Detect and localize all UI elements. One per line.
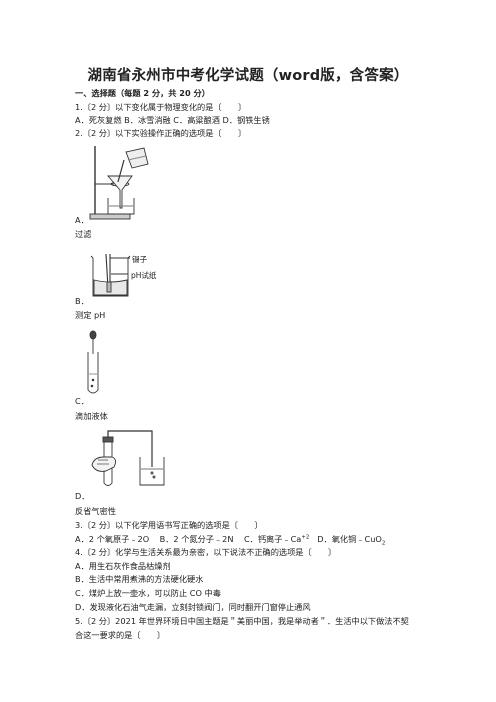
q3-option-c-charge: +2 xyxy=(301,534,310,541)
q2-b-letter: B． xyxy=(75,296,89,306)
filtration-figure xyxy=(89,146,149,220)
q3-option-a: A．2 个氧原子﹣2O xyxy=(75,534,150,544)
q1-stem: 1.〔2 分〕以下变化属于物理变化的是〔 〕 xyxy=(75,102,247,112)
q4-option-c: C．煤炉上放一壶水，可以防止 CO 中毒 xyxy=(75,588,221,598)
q2-d-caption: 反省气密性 xyxy=(75,506,116,516)
tweezers-label: 镊子 xyxy=(132,255,147,264)
q2-d-letter: D． xyxy=(75,491,90,501)
q2-c-caption: 滴加液体 xyxy=(75,411,108,421)
q2-a-caption: 过滤 xyxy=(75,229,92,239)
q3-option-d-subscript: 2 xyxy=(381,540,386,547)
page-title: 湖南省永州市中考化学试题（word版，含答案） xyxy=(87,68,409,84)
q2-c-letter: C． xyxy=(75,396,89,406)
q4-option-a: A．用生石灰作食品枯燥剂 xyxy=(75,561,171,571)
airtight-check-figure xyxy=(91,430,165,486)
q4-option-d: D．发现液化石油气走漏，立刻封锁阀门，同时翻开门窗停止通风 xyxy=(75,602,311,612)
q5-stem-line2: 合这一要求的是〔 〕 xyxy=(75,630,166,640)
q1-options: A．死灰复燃 B．冰雪消融 C．高粱酿酒 D．钢铁生锈 xyxy=(75,115,270,125)
q5-stem-line1: 5.〔2 分〕2021 年世界环境日中国主题是＂美丽中国，我是举动者＂．生活中以… xyxy=(75,616,409,626)
dropper-figure xyxy=(87,330,99,394)
q3-option-c: C．钙离子﹣Ca xyxy=(243,534,302,544)
q3-options: A．2 个氧原子﹣2O B．2 个氮分子﹣2N C．钙离子﹣Ca+2 D．氧化铜… xyxy=(75,533,385,547)
q3-option-d: D．氧化铜﹣CuO xyxy=(317,534,382,544)
q2-a-letter: A． xyxy=(75,215,89,225)
q4-stem: 4.〔2 分〕化学与生活关系最为亲密，以下说法不正确的选项是〔 〕 xyxy=(75,547,337,557)
q3-stem: 3.〔2 分〕以下化学用语书写正确的选项是〔 〕 xyxy=(75,520,263,530)
q2-stem: 2.〔2 分〕以下实验操作正确的选项是〔 〕 xyxy=(75,128,247,138)
q3-option-b: B．2 个氮分子﹣2N xyxy=(159,534,234,544)
section-heading: 一、选择题（每题 2 分，共 20 分） xyxy=(75,88,210,98)
q2-b-caption: 测定 pH xyxy=(75,310,106,320)
ph-paper-label: pH试纸 xyxy=(131,271,157,280)
ph-test-figure xyxy=(90,253,131,297)
q4-option-b: B．生活中常用煮沸的方法硬化硬水 xyxy=(75,574,204,584)
